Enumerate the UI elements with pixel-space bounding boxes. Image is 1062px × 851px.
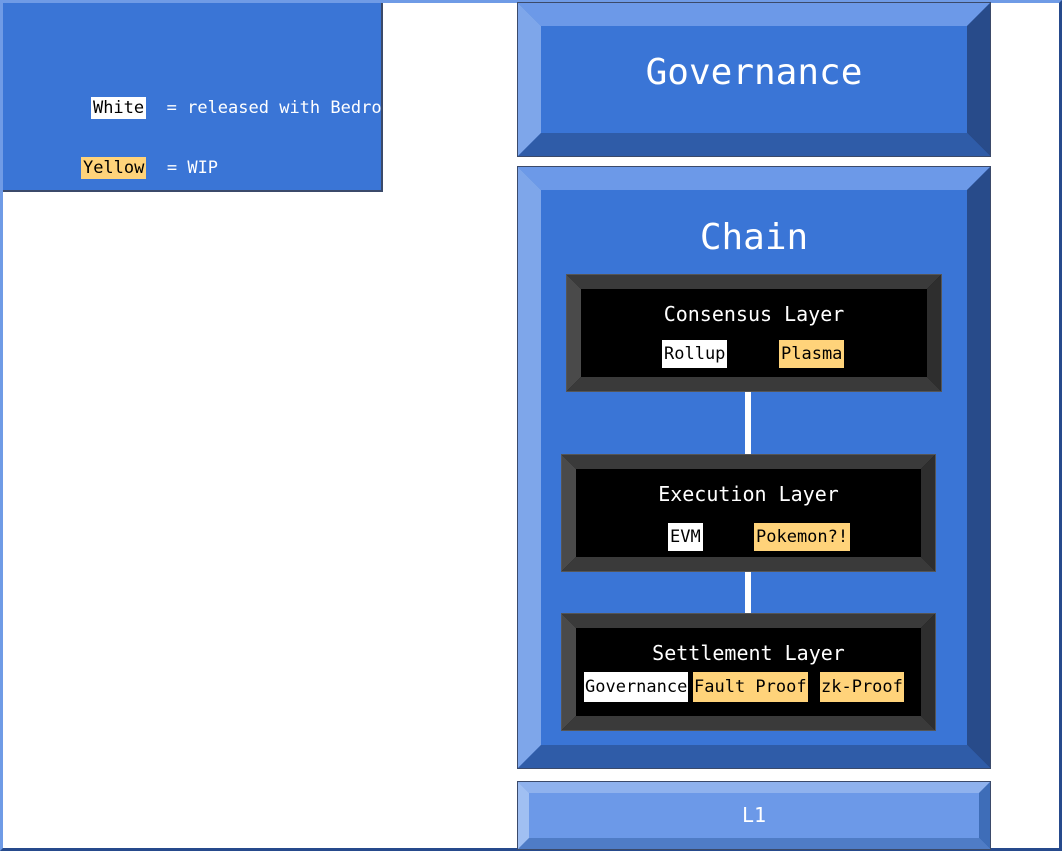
settlement-layer-title: Settlement Layer: [652, 641, 845, 665]
chip-plasma: Plasma: [779, 340, 845, 368]
legend-white-chip: White: [90, 97, 147, 119]
chip-fault-proof: Fault Proof: [693, 672, 808, 702]
consensus-layer-box: [566, 274, 942, 392]
chip-evm: EVM: [668, 523, 703, 551]
legend-row-yellow: Yellow = WIP: [40, 137, 218, 199]
chip-governance: Governance: [584, 672, 689, 702]
execution-layer-title: Execution Layer: [658, 482, 839, 506]
legend-white-desc: = released with Bedrock: [166, 98, 403, 118]
chain-title: Chain: [699, 217, 809, 258]
legend-row-white: White = released with Bedrock: [50, 77, 402, 139]
legend-yellow-desc: = WIP: [166, 158, 219, 178]
l1-panel: [517, 781, 991, 850]
governance-title: Governance: [645, 52, 863, 93]
connector-execution-settlement: [745, 570, 751, 613]
chip-rollup: Rollup: [662, 340, 728, 368]
chip-pokemon: Pokemon?!: [754, 523, 851, 551]
consensus-layer-title: Consensus Layer: [663, 302, 845, 326]
legend-yellow-chip: Yellow: [80, 157, 147, 179]
chip-zk-proof: zk-Proof: [820, 672, 904, 702]
connector-consensus-execution: [745, 392, 751, 454]
l1-title: L1: [741, 803, 767, 827]
execution-layer-box: [561, 454, 936, 572]
governance-panel: [517, 2, 991, 157]
